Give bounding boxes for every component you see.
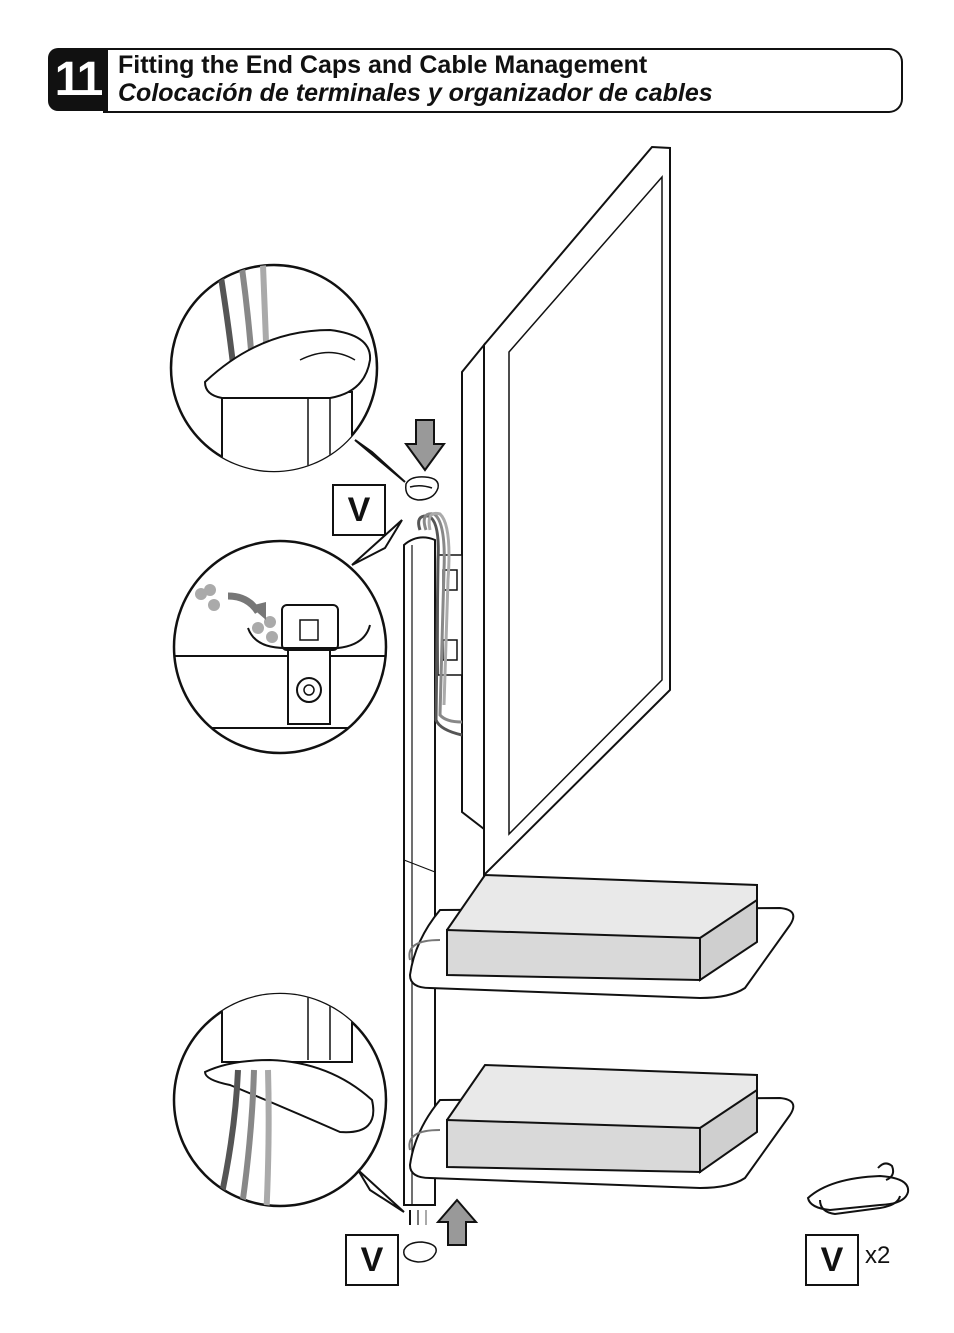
shelf-lower bbox=[408, 1063, 795, 1190]
part-label-bottom: V bbox=[345, 1234, 399, 1286]
callout-pointers bbox=[351, 439, 406, 1213]
step-header: 11 Fitting the End Caps and Cable Manage… bbox=[48, 48, 903, 113]
end-cap-bottom bbox=[403, 1210, 437, 1263]
step-number: 11 bbox=[48, 48, 108, 111]
part-label-top: V bbox=[332, 484, 386, 536]
part-quantity: x2 bbox=[865, 1242, 891, 1269]
shelf-upper bbox=[408, 873, 795, 1000]
title-english: Fitting the End Caps and Cable Managemen… bbox=[118, 51, 648, 79]
detail-circle-bottom-cap bbox=[172, 992, 388, 1208]
detail-circle-top-cap bbox=[169, 263, 379, 473]
stand-column bbox=[403, 536, 436, 1206]
title-spanish: Colocación de terminales y organizador d… bbox=[118, 79, 713, 107]
detail-circle-bracket-screws bbox=[172, 539, 388, 755]
part-label-key: V bbox=[805, 1234, 859, 1286]
cables bbox=[417, 511, 463, 737]
down-arrow-icon bbox=[404, 419, 446, 472]
end-cap-top bbox=[405, 476, 439, 501]
tv-screen bbox=[461, 145, 671, 878]
up-arrow-icon bbox=[435, 1198, 479, 1246]
end-cap-part-icon bbox=[806, 1162, 910, 1216]
title-frame bbox=[103, 48, 903, 113]
